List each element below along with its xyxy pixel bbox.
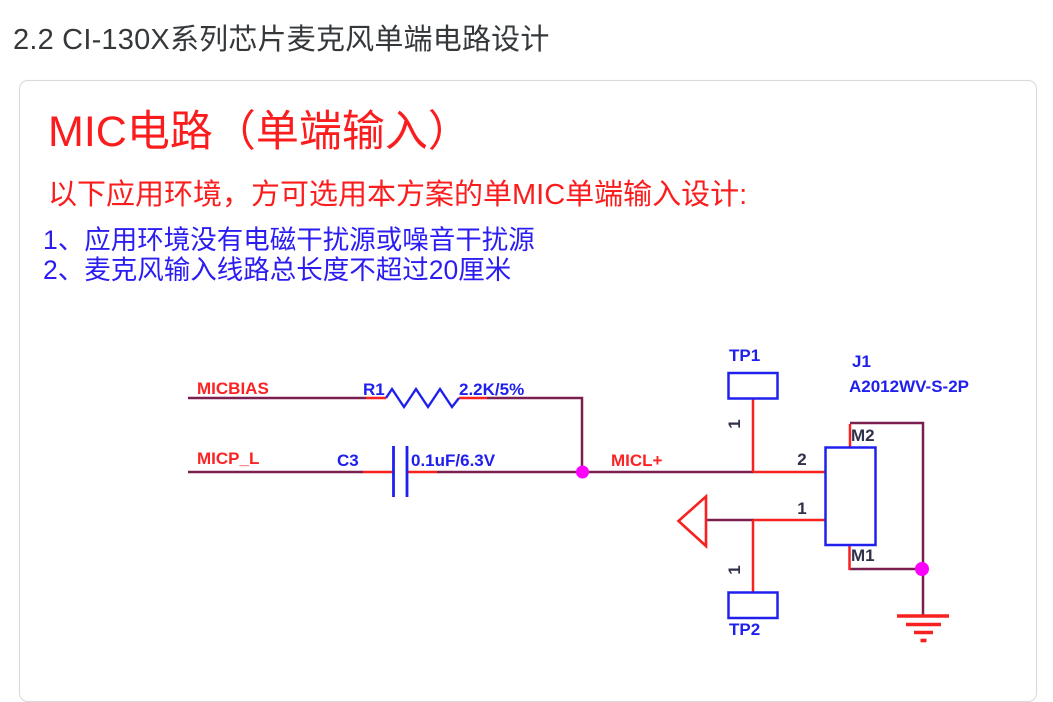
note-line-2: 2、麦克风输入线路总长度不超过20厘米	[43, 254, 512, 285]
net-label-micl-plus: MICL+	[611, 451, 663, 470]
wire-r1-to-junction	[487, 396, 584, 472]
junction-dot-ground	[915, 562, 929, 576]
schematic-panel	[19, 80, 1037, 702]
document-page: 2.2 CI-130X系列芯片麦克风单端电路设计 MIC电路（单端输入） 以下应…	[13, 24, 1037, 702]
panel-title: MIC电路（单端输入）	[48, 108, 471, 156]
input-arrow-symbol	[676, 493, 708, 549]
j1-ref-label: J1	[852, 352, 871, 371]
junction-dot-micl	[576, 465, 589, 479]
j1-m1-label: M1	[851, 546, 875, 565]
r1-value-label: 2.2K/5%	[459, 380, 525, 399]
c3-value-label: 0.1uF/6.3V	[411, 451, 496, 470]
net-label-micp-l: MICP_L	[197, 449, 260, 468]
tp2-ref-label: TP2	[729, 620, 761, 639]
r1-ref-label: R1	[363, 380, 385, 399]
resistor-symbol	[385, 386, 460, 410]
section-heading: 2.2 CI-130X系列芯片麦克风单端电路设计	[13, 24, 550, 56]
pin-wires	[363, 396, 852, 592]
capacitor-symbol	[392, 446, 409, 497]
panel-notes: 1、应用环境没有电磁干扰源或噪音干扰源 2、麦克风输入线路总长度不超过20厘米	[43, 225, 535, 285]
j1-m2-label: M2	[851, 426, 875, 445]
net-wires	[188, 396, 925, 615]
note-line-1: 1、应用环境没有电磁干扰源或噪音干扰源	[43, 225, 535, 255]
tp2-pad	[727, 591, 779, 620]
tp1-ref-label: TP1	[729, 346, 761, 365]
tp2-pin-number: 1	[725, 565, 744, 575]
circuit-schematic	[188, 371, 949, 643]
j1-part-label: A2012WV-S-2P	[849, 377, 969, 396]
panel-subtitle: 以下应用环境，方可选用本方案的单MIC单端输入设计:	[48, 179, 748, 211]
j1-pin2-number: 2	[797, 450, 807, 469]
j1-connector-body	[824, 446, 877, 547]
net-label-micbias: MICBIAS	[197, 379, 269, 398]
j1-pin1-number: 1	[797, 499, 807, 518]
tp1-pad	[727, 371, 779, 400]
component-outlines	[727, 371, 877, 620]
tp1-pin-number: 1	[725, 419, 744, 429]
ground-symbol	[897, 614, 949, 643]
wire-m2-to-ground	[850, 421, 925, 615]
c3-ref-label: C3	[337, 451, 359, 470]
